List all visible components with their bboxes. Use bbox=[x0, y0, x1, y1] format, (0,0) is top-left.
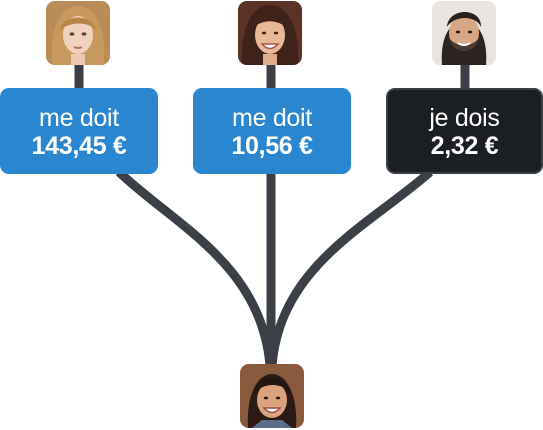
bearded-man-avatar-icon bbox=[432, 1, 496, 65]
debt-direction-label: je dois bbox=[429, 104, 500, 132]
debt-amount: 143,45 € bbox=[31, 132, 127, 160]
connector-left-to-user bbox=[115, 168, 275, 367]
young-woman-avatar-icon bbox=[46, 1, 110, 65]
debt-direction-label: me doit bbox=[39, 104, 119, 132]
debt-card-right[interactable]: je dois 2,32 € bbox=[386, 88, 543, 174]
debt-card-center[interactable]: me doit 10,56 € bbox=[193, 88, 351, 174]
avatar-friend-left[interactable] bbox=[46, 1, 110, 65]
debt-amount: 10,56 € bbox=[231, 132, 313, 160]
debt-card-left[interactable]: me doit 143,45 € bbox=[0, 88, 158, 174]
smiling-woman-avatar-icon bbox=[238, 1, 302, 65]
current-user-avatar-icon bbox=[240, 364, 304, 428]
connector-right-to-user bbox=[267, 168, 433, 367]
avatar-friend-right[interactable] bbox=[432, 1, 496, 65]
debt-direction-label: me doit bbox=[232, 104, 312, 132]
avatar-current-user[interactable] bbox=[240, 364, 304, 428]
avatar-friend-center[interactable] bbox=[238, 1, 302, 65]
debt-amount: 2,32 € bbox=[430, 132, 499, 160]
